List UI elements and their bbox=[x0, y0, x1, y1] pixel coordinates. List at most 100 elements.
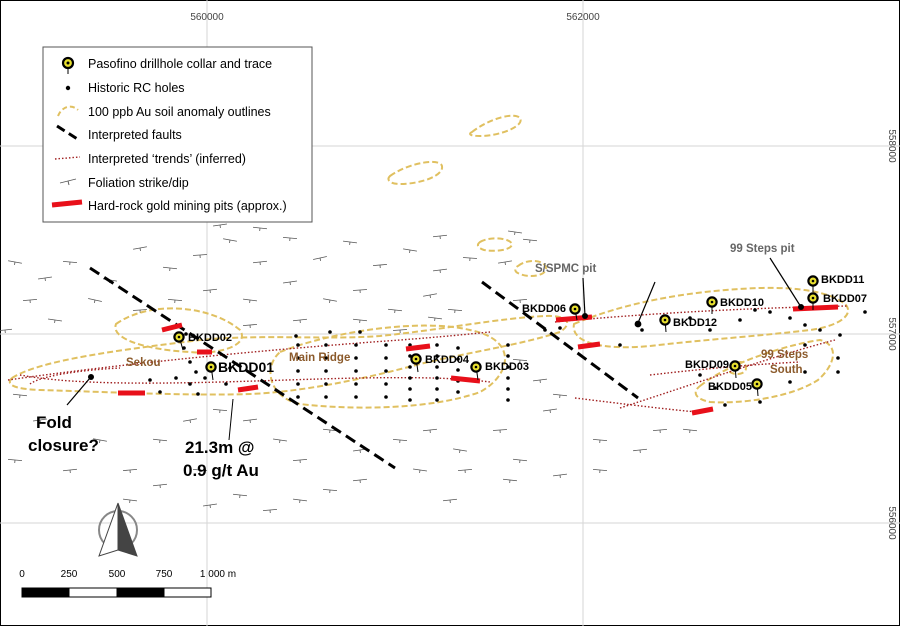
rc-hole bbox=[558, 326, 562, 330]
pit-label-spmc: S/SPMC pit bbox=[535, 263, 597, 275]
pit bbox=[691, 406, 714, 416]
pit bbox=[405, 343, 431, 352]
foliation-symbol bbox=[122, 468, 138, 474]
foliation-symbol bbox=[223, 238, 237, 244]
drillhole-collars bbox=[173, 275, 819, 390]
drillhole-label: BKDD06 bbox=[522, 303, 566, 315]
anomaly-outline bbox=[469, 114, 522, 138]
intercept-leader bbox=[228, 398, 234, 441]
rc-hole bbox=[384, 343, 388, 347]
foliation-symbol bbox=[262, 508, 278, 514]
anomaly-outline bbox=[729, 361, 748, 376]
drillhole-collar-icon bbox=[706, 296, 718, 308]
foliation-symbol bbox=[453, 448, 467, 454]
rc-hole bbox=[354, 343, 358, 347]
foliation-symbol bbox=[62, 468, 78, 474]
foliation-symbol bbox=[242, 323, 258, 329]
foliation-symbol bbox=[48, 318, 62, 324]
foliation-symbol bbox=[512, 358, 528, 364]
fold-closure-label: Fold bbox=[36, 413, 72, 432]
rc-hole bbox=[456, 357, 460, 361]
legend-label: Interpreted ‘trends’ (inferred) bbox=[88, 152, 246, 166]
scale-tick-label: 1 000 m bbox=[200, 569, 236, 580]
rc-hole bbox=[640, 328, 644, 332]
north-arrow-icon bbox=[98, 502, 138, 557]
foliation-symbol bbox=[632, 448, 648, 454]
anomaly-outline bbox=[387, 160, 443, 186]
fault-line bbox=[89, 266, 396, 470]
foliation-symbol bbox=[203, 503, 217, 509]
foliation-symbol bbox=[447, 308, 463, 314]
rc-hole bbox=[408, 398, 412, 402]
foliation-symbol bbox=[552, 393, 568, 399]
trend-line bbox=[19, 374, 491, 384]
place-name-sekou: Sekou bbox=[126, 357, 161, 369]
anomaly-outline-icon bbox=[57, 105, 79, 117]
grid-label-y: 556000 bbox=[886, 506, 897, 540]
foliation-symbols bbox=[0, 223, 698, 514]
foliation-symbol bbox=[152, 483, 168, 489]
foliation-symbol bbox=[502, 478, 518, 484]
rc-hole bbox=[196, 392, 200, 396]
anomaly-outline bbox=[694, 338, 834, 404]
leader-dot bbox=[582, 313, 588, 319]
foliation-symbol bbox=[433, 268, 447, 274]
foliation-symbol bbox=[352, 478, 368, 484]
drillhole-label: BKDD03 bbox=[485, 361, 529, 373]
foliation-symbol bbox=[62, 260, 78, 266]
drillhole-collar-icon bbox=[807, 292, 819, 304]
foliation-symbol bbox=[93, 438, 107, 444]
rc-hole bbox=[354, 356, 358, 360]
legend-label: Hard-rock gold mining pits (approx.) bbox=[88, 199, 287, 213]
foliation-symbol bbox=[432, 234, 448, 240]
foliation-symbol bbox=[202, 288, 218, 294]
rc-hole bbox=[818, 328, 822, 332]
collar-icon bbox=[61, 56, 75, 74]
rc-hole bbox=[148, 378, 152, 382]
drillhole-label: BKDD10 bbox=[720, 297, 764, 309]
foliation-symbol bbox=[38, 276, 52, 282]
rc-hole bbox=[456, 346, 460, 350]
rc-hole bbox=[354, 382, 358, 386]
anomaly-outline bbox=[572, 286, 849, 349]
foliation-symbol bbox=[243, 298, 257, 304]
rc-hole bbox=[296, 356, 300, 360]
foliation-symbol bbox=[252, 260, 268, 266]
pit bbox=[237, 384, 259, 393]
rc-hole bbox=[713, 386, 717, 390]
foliation-symbol bbox=[283, 280, 297, 286]
foliation-symbol bbox=[352, 289, 368, 294]
grid-label-x: 562000 bbox=[566, 12, 600, 23]
foliation-symbol bbox=[457, 468, 473, 474]
foliation-symbol bbox=[592, 468, 608, 474]
foliation-symbol bbox=[192, 254, 208, 259]
legend-label: Foliation strike/dip bbox=[88, 176, 189, 190]
foliation-symbol bbox=[372, 263, 388, 269]
scale-tick-label: 750 bbox=[156, 569, 173, 580]
rc-hole bbox=[194, 370, 198, 374]
pit-leaders bbox=[582, 257, 802, 324]
foliation-symbol bbox=[133, 246, 147, 252]
foliation-symbol bbox=[293, 498, 307, 504]
drillhole-collar-icon bbox=[569, 303, 581, 315]
intercept-label: 0.9 g/t Au bbox=[183, 461, 259, 480]
legend: Pasofino drillhole collar and trace Hist… bbox=[42, 46, 313, 223]
rc-hole bbox=[228, 366, 232, 370]
place-name-main-ridge: Main Ridge bbox=[289, 352, 350, 364]
foliation-symbol bbox=[243, 418, 257, 424]
leader-dot bbox=[634, 320, 642, 328]
rc-hole bbox=[788, 380, 792, 384]
rc-hole bbox=[836, 370, 840, 374]
rc-hole bbox=[184, 332, 188, 336]
drillhole-label: BKDD04 bbox=[425, 354, 470, 366]
foliation-symbol bbox=[392, 329, 408, 334]
rc-hole bbox=[296, 343, 300, 347]
place-name-99-steps-south: 99 Steps bbox=[761, 349, 808, 361]
fold-leader bbox=[66, 377, 91, 406]
rc-hole bbox=[203, 376, 207, 380]
grid-label-x: 560000 bbox=[190, 12, 224, 23]
anomaly-outline bbox=[8, 314, 569, 396]
rc-hole bbox=[506, 365, 510, 369]
place-name-99-steps-south: South bbox=[770, 364, 803, 376]
rc-hole bbox=[803, 323, 807, 327]
